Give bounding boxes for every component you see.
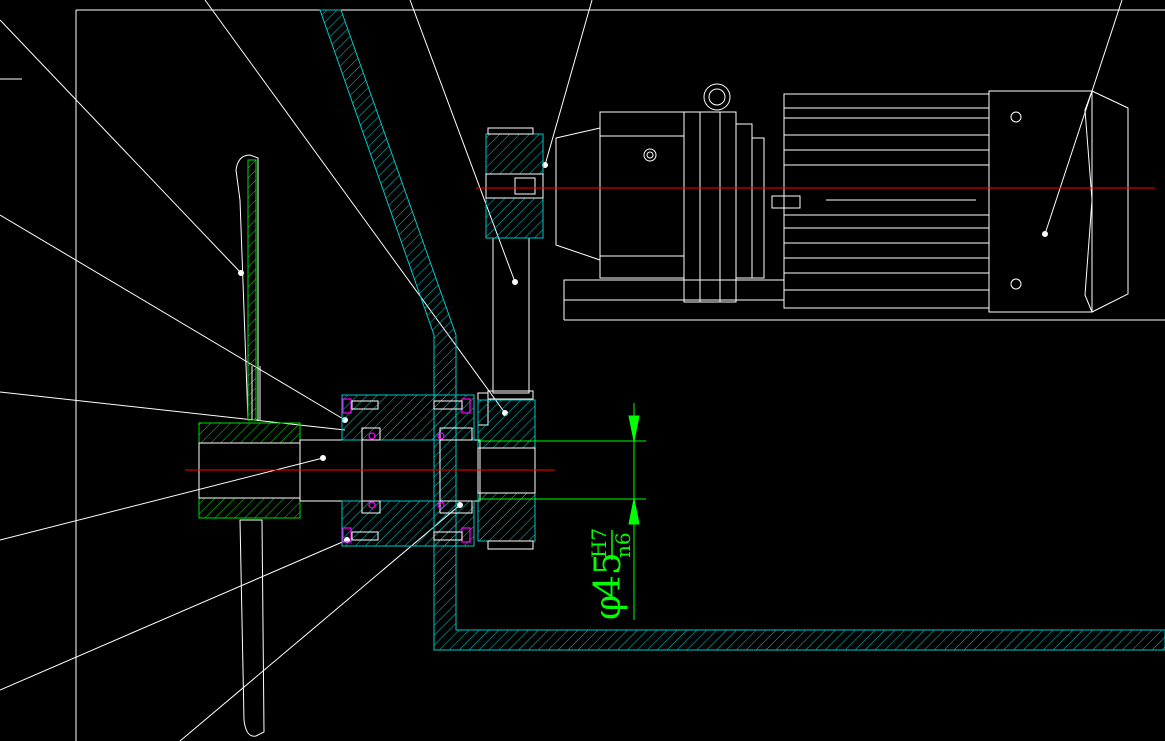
- gear-reducer: [555, 111, 785, 303]
- bolt-shanks: [351, 400, 463, 541]
- frame-wall-section: [319, 9, 1165, 651]
- center-lines: [185, 187, 1155, 471]
- dimension-nominal: 45: [588, 552, 629, 598]
- lifting-eye: [703, 83, 731, 111]
- electric-motor: [563, 90, 1165, 321]
- bearing-housing-section: [341, 394, 475, 547]
- paddle-blade: [235, 154, 265, 737]
- v-belt: [492, 237, 530, 394]
- dimension-label: φ 45 H7 n6: [587, 528, 635, 620]
- paddle-hub: [198, 422, 301, 519]
- dimension-tolerance-lower: n6: [611, 532, 635, 558]
- drawing-frame: [0, 9, 1165, 741]
- dimension-tolerance-upper: H7: [587, 528, 611, 558]
- drive-pulley: [485, 127, 544, 239]
- dimension-symbol: φ: [588, 595, 629, 620]
- driven-pulley: [477, 390, 536, 550]
- shaft-diameter-dimension: [478, 403, 646, 620]
